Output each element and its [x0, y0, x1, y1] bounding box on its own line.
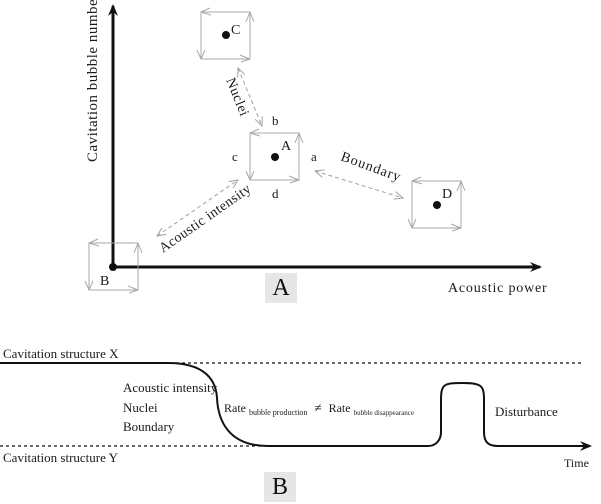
state-dot-a: [271, 153, 279, 161]
side-label-a: a: [311, 149, 317, 164]
panel-b-label: B: [264, 472, 296, 502]
time-label: Time: [564, 456, 589, 470]
boundary-label: Boundary: [339, 150, 404, 186]
state-label-d: D: [442, 187, 452, 202]
not-equal-sign: ≠: [314, 400, 321, 415]
state-label-c: C: [231, 23, 240, 38]
state-label-b: B: [100, 274, 109, 289]
upper-level-label: Cavitation structure X: [3, 346, 119, 361]
side-label-b: b: [272, 113, 279, 128]
nuclei-arrow: [238, 68, 262, 126]
acoustic-intensity-label: Acoustic intensity: [157, 182, 255, 257]
factor-nuclei: Nuclei: [123, 400, 158, 415]
state-box-b: [84, 238, 143, 294]
rate-inequality: Rate bubble production ≠ Rate bubble dis…: [224, 400, 414, 418]
disturbance-label: Disturbance: [495, 404, 558, 419]
state-box-c: [196, 7, 255, 63]
y-axis-label: Cavitation bubble number: [85, 0, 101, 162]
state-dot-d: [433, 201, 441, 209]
factor-acoustic-intensity: Acoustic intensity: [123, 380, 218, 395]
state-trajectory: [0, 362, 592, 451]
rate-production-subscript: bubble production: [249, 408, 307, 417]
acoustic-intensity-arrow: [157, 180, 238, 236]
boundary-arrow: [315, 171, 403, 198]
state-box-a: [245, 128, 304, 184]
state-label-a: A: [281, 139, 292, 154]
factor-boundary: Boundary: [123, 419, 175, 434]
side-label-d: d: [272, 186, 279, 201]
lower-level-label: Cavitation structure Y: [3, 450, 119, 465]
state-box-d: [407, 176, 466, 232]
origin-dot: [109, 263, 117, 271]
state-dot-c: [222, 31, 230, 39]
rate-disappearance-subscript: bubble disappearance: [354, 409, 414, 417]
x-axis-label: Acoustic power: [448, 281, 547, 296]
panel-a-label: A: [265, 273, 297, 303]
nuclei-label: Nuclei: [222, 76, 251, 119]
side-label-c: c: [232, 149, 238, 164]
rate-production: Rate: [224, 401, 246, 415]
rate-disappearance: Rate: [329, 401, 351, 415]
